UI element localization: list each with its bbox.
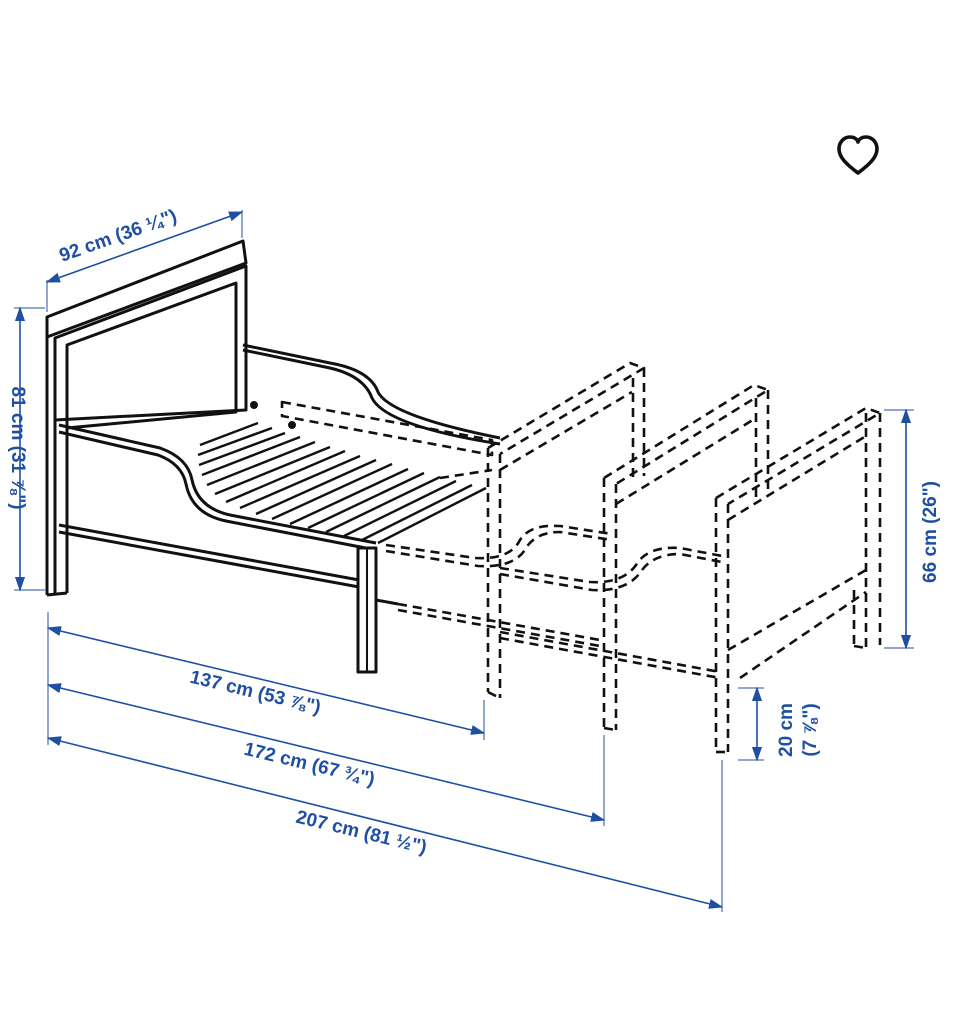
underbed-height-label: 20 cm	[776, 703, 797, 757]
length-172-label: 172 cm (67 ¾")	[242, 739, 377, 791]
length-137-label: 137 cm (53 ⅞")	[188, 667, 323, 719]
length-207-label: 207 cm (81 ½")	[294, 807, 429, 859]
footboard-height-label: 66 cm (26")	[920, 481, 941, 583]
dimension-lines	[14, 210, 914, 912]
underbed-height-inch-label: (7 ⅞")	[800, 703, 821, 756]
height-label: 81 cm (31 ⅞")	[7, 386, 28, 509]
favorite-button[interactable]	[826, 126, 890, 186]
back-side-rail	[242, 343, 501, 446]
slats	[197, 421, 487, 545]
front-leg	[356, 546, 399, 674]
front-side-rail	[58, 423, 377, 591]
bed-illustration	[45, 239, 501, 674]
heart-outline-icon	[837, 135, 879, 175]
width-label: 92 cm (36 ¼")	[57, 206, 180, 267]
